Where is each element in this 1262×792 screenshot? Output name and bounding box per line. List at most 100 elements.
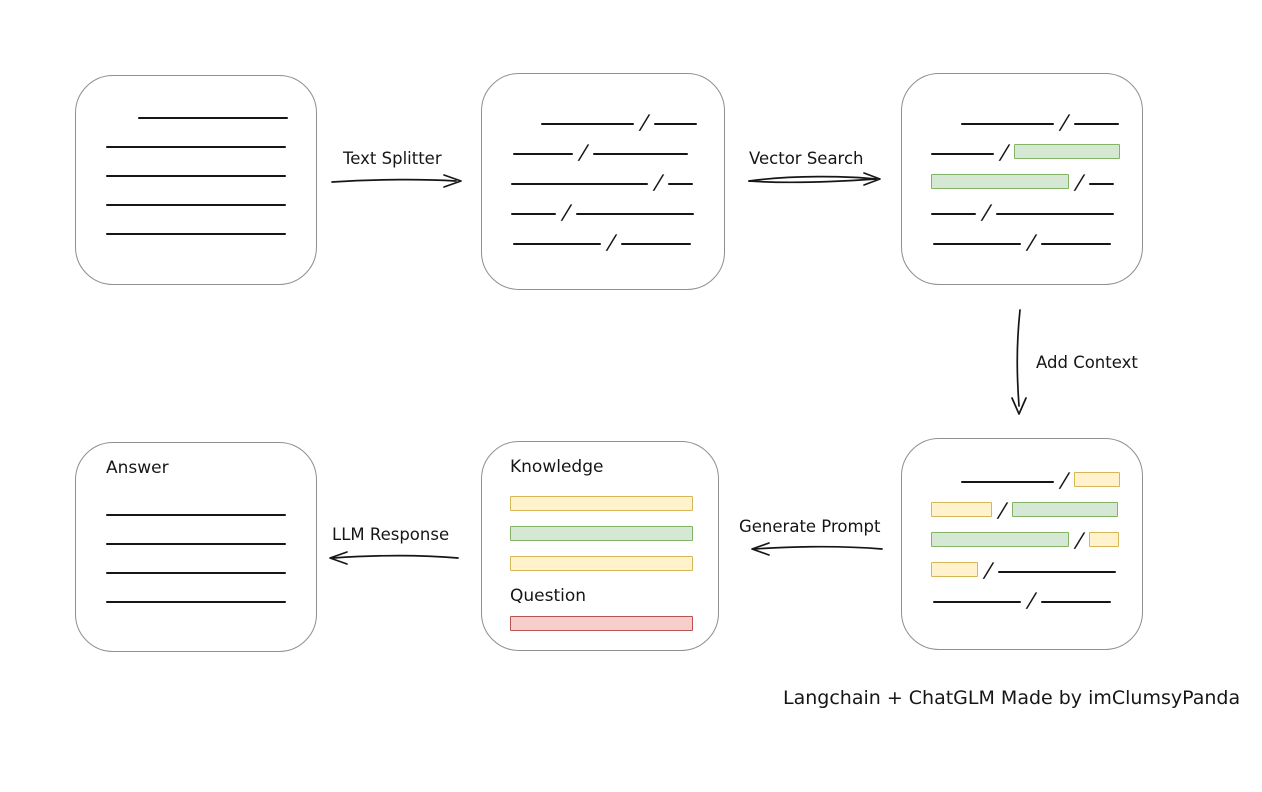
red-prompt-bar	[510, 616, 693, 631]
slash-separator: /	[1026, 230, 1037, 254]
text-line	[961, 123, 1054, 125]
slash-separator: /	[997, 498, 1008, 522]
split-chunks-box: / / / / /	[481, 73, 725, 290]
segment-row: /	[902, 456, 1142, 492]
green-highlight-bar	[931, 532, 1069, 547]
slash-separator: /	[561, 200, 572, 224]
slash-separator: /	[983, 558, 994, 582]
slash-separator: /	[578, 140, 589, 164]
text-line	[541, 123, 634, 125]
add-context-label: Add Context	[1036, 353, 1138, 372]
answer-label: Answer	[106, 458, 169, 478]
text-line	[511, 183, 648, 185]
text-line	[106, 572, 286, 574]
llm-response-arrow-icon	[329, 551, 459, 565]
segment-row: /	[902, 516, 1142, 552]
text-line	[1088, 183, 1114, 185]
slash-separator: /	[1026, 588, 1037, 612]
text-line	[961, 481, 1054, 483]
generate-prompt-label: Generate Prompt	[739, 517, 881, 536]
text-splitter-arrow-icon	[331, 174, 462, 188]
text-line	[106, 543, 286, 545]
text-line	[997, 571, 1116, 573]
credit-text: Langchain + ChatGLM Made by imClumsyPand…	[783, 687, 1241, 709]
segment-row	[76, 122, 316, 151]
text-line	[933, 601, 1021, 603]
green-highlight-bar	[931, 174, 1069, 189]
text-line	[931, 153, 994, 155]
source-document-box	[75, 75, 317, 285]
text-splitter-label: Text Splitter	[343, 149, 442, 168]
segment-row: /	[902, 158, 1142, 194]
segment-row	[106, 519, 316, 548]
vector-search-label: Vector Search	[749, 149, 864, 168]
text-line	[106, 204, 286, 206]
segment-row: /	[482, 98, 724, 134]
segment-row: /	[482, 128, 724, 164]
yellow-highlight-bar	[1088, 532, 1119, 547]
slash-separator: /	[606, 230, 617, 254]
text-line	[620, 243, 691, 245]
segment-row	[76, 151, 316, 180]
slash-separator: /	[981, 200, 992, 224]
context-box: / / / / /	[901, 438, 1143, 650]
green-prompt-bar	[510, 526, 693, 541]
text-line	[995, 213, 1114, 215]
green-highlight-bar	[1011, 502, 1118, 517]
segment-row: /	[482, 218, 724, 254]
prompt-box: Knowledge Question	[481, 441, 719, 651]
slash-separator: /	[1074, 170, 1085, 194]
text-line	[575, 213, 694, 215]
slash-separator: /	[1074, 528, 1085, 552]
segment-row	[76, 209, 316, 238]
yellow-highlight-bar	[931, 562, 978, 577]
segment-row	[76, 180, 316, 209]
text-line	[1040, 243, 1111, 245]
slash-separator: /	[999, 140, 1010, 164]
slash-separator: /	[653, 170, 664, 194]
answer-box: Answer	[75, 442, 317, 652]
answer-lines	[106, 490, 316, 606]
question-bars	[510, 616, 718, 631]
slash-separator: /	[639, 110, 650, 134]
question-label: Question	[510, 586, 587, 606]
text-line	[592, 153, 688, 155]
yellow-prompt-bar	[510, 556, 693, 571]
slash-separator: /	[1059, 110, 1070, 134]
segment-row	[76, 93, 316, 122]
text-line	[653, 123, 697, 125]
segment-row: /	[902, 128, 1142, 164]
text-line	[931, 213, 976, 215]
generate-prompt-arrow-icon	[751, 542, 883, 556]
knowledge-label: Knowledge	[510, 457, 604, 477]
segment-row: /	[902, 98, 1142, 134]
text-line	[106, 233, 286, 235]
text-line	[106, 175, 286, 177]
segment-row	[106, 577, 316, 606]
segment-row: /	[482, 188, 724, 224]
vector-search-results-box: / / / / /	[901, 73, 1143, 285]
text-line	[1040, 601, 1111, 603]
segment-row	[106, 548, 316, 577]
text-line	[106, 601, 286, 603]
segment-row: /	[902, 546, 1142, 582]
segment-row	[106, 490, 316, 519]
green-highlight-bar	[1013, 144, 1120, 159]
text-line	[106, 146, 286, 148]
text-line	[667, 183, 693, 185]
slash-separator: /	[1059, 468, 1070, 492]
yellow-highlight-bar	[931, 502, 992, 517]
text-line	[513, 243, 601, 245]
yellow-prompt-bar	[510, 496, 693, 511]
segment-row: /	[902, 188, 1142, 224]
knowledge-bars	[510, 496, 718, 571]
text-line	[1073, 123, 1119, 125]
llm-response-label: LLM Response	[332, 525, 450, 544]
yellow-highlight-bar	[1073, 472, 1120, 487]
add-context-arrow-icon	[1011, 309, 1027, 415]
text-line	[513, 153, 573, 155]
text-line	[933, 243, 1021, 245]
text-line	[511, 213, 556, 215]
segment-row: /	[902, 486, 1142, 522]
